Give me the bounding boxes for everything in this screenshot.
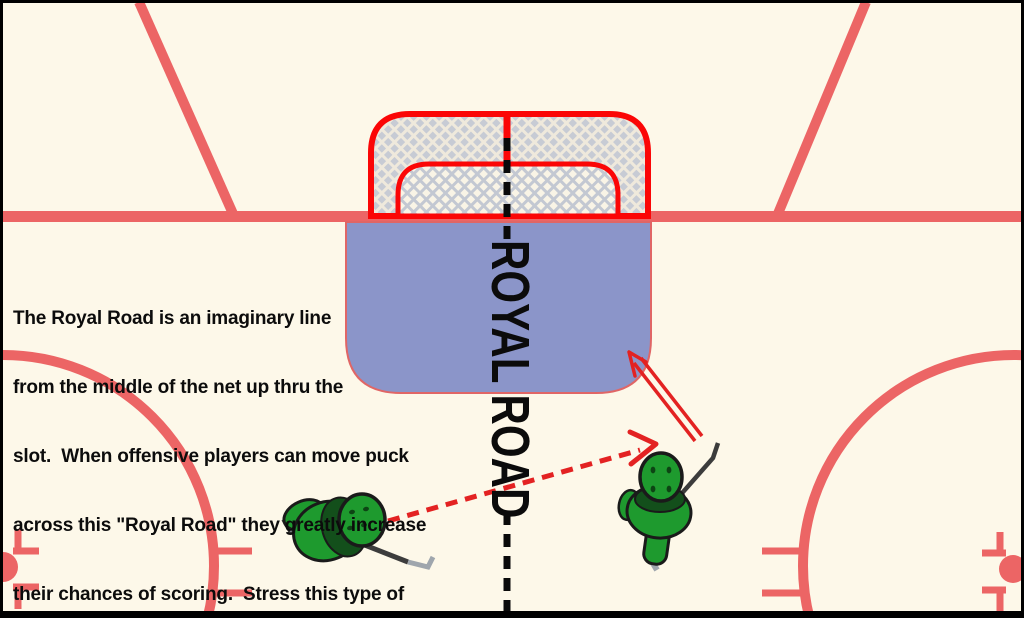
- left-faceoff-dot: [0, 552, 18, 582]
- player-shooter: [617, 442, 721, 572]
- faceoff-hash-marks-right: [762, 532, 1006, 611]
- passer-stick-blade: [407, 555, 436, 570]
- slot-zone: [345, 221, 652, 394]
- right-corner-line: [772, 0, 871, 218]
- coaching-note: The Royal Road is an imaginary line from…: [13, 261, 463, 618]
- passer-helmet: [337, 492, 387, 548]
- pass-arrow: [387, 429, 659, 524]
- right-faceoff-dot: [999, 555, 1024, 583]
- note-line: across this "Royal Road" they greatly in…: [13, 515, 427, 536]
- right-faceoff-circle: [798, 350, 1024, 618]
- note-line: slot. When offensive players can move pu…: [13, 446, 409, 467]
- shooter-stick: [674, 442, 721, 502]
- shooter-helmet: [638, 451, 684, 503]
- note-line: from the middle of the net up thru the: [13, 377, 344, 398]
- note-line: The Royal Road is an imaginary line: [13, 308, 332, 329]
- passer-helmet-vents: [347, 506, 369, 531]
- left-corner-line: [134, 0, 239, 219]
- shooter-helmet-vents: [650, 466, 672, 493]
- shot-arrow: [627, 350, 704, 443]
- faceoff-hash-marks-left: [13, 529, 252, 609]
- note-line: their chances of scoring. Stress this ty…: [13, 584, 404, 605]
- player-passer: [281, 492, 436, 570]
